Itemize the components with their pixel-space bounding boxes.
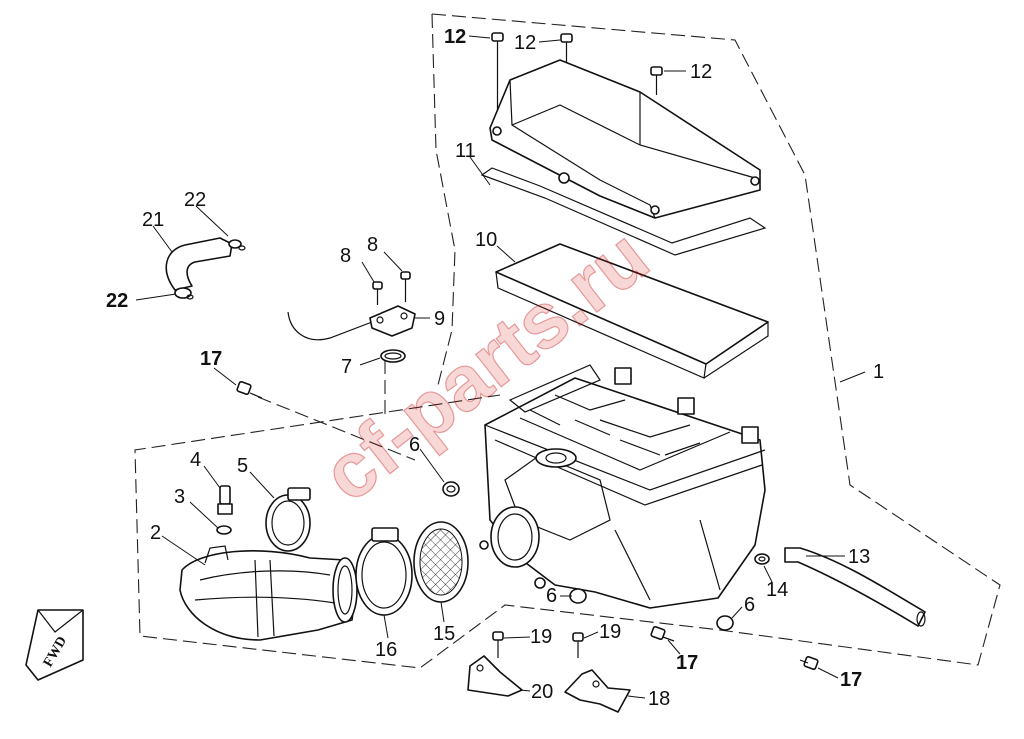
callout-17: 17 — [840, 669, 862, 691]
callout-22: 22 — [106, 290, 128, 312]
callout-20: 20 — [531, 681, 553, 703]
bolt-19-b — [572, 632, 584, 658]
valve-4 — [217, 485, 233, 515]
grommet-6-b — [569, 588, 587, 604]
callout-9: 9 — [434, 308, 445, 330]
clamp-22-b — [174, 287, 194, 300]
callout-7: 7 — [341, 356, 352, 378]
callout-22: 22 — [184, 189, 206, 211]
screw-8-a — [372, 281, 383, 305]
callout-18: 18 — [648, 688, 670, 710]
hose-clamp-16 — [355, 527, 413, 616]
callout-19: 19 — [599, 621, 621, 643]
callout-5: 5 — [237, 455, 248, 477]
callout-14: 14 — [766, 579, 788, 601]
callout-6: 6 — [409, 434, 420, 456]
grommet-6-c — [716, 615, 734, 631]
leader-lines — [135, 35, 866, 699]
callout-15: 15 — [433, 623, 455, 645]
callout-17: 17 — [676, 652, 698, 674]
callout-12: 12 — [444, 26, 466, 48]
callout-10: 10 — [475, 229, 497, 251]
cover-gasket — [480, 167, 767, 256]
filter-element — [495, 243, 769, 379]
bolt-17-a — [236, 381, 263, 399]
callout-8: 8 — [367, 234, 378, 256]
callout-16: 16 — [375, 639, 397, 661]
clamp-14 — [754, 553, 770, 565]
bolt-12-c — [650, 66, 663, 95]
breather-hose-21 — [165, 237, 233, 291]
drain-hose-13 — [784, 547, 926, 627]
callout-8: 8 — [340, 245, 351, 267]
screen-15 — [413, 521, 469, 603]
callout-21: 21 — [142, 209, 164, 231]
assembly-outline — [134, 13, 1001, 669]
intake-duct-2 — [179, 545, 358, 641]
bolt-19-a — [492, 631, 504, 658]
callout-12: 12 — [690, 61, 712, 83]
callout-4: 4 — [190, 449, 201, 471]
o-ring-7 — [380, 349, 406, 363]
callout-12: 12 — [514, 32, 536, 54]
air-box-body — [479, 364, 766, 609]
callout-1: 1 — [873, 361, 884, 383]
callout-11: 11 — [455, 140, 476, 162]
washer-3 — [216, 525, 232, 535]
grommet-6-a — [442, 481, 460, 497]
hose-clamp-5 — [265, 487, 311, 552]
bolt-17-c — [799, 656, 819, 670]
callout-labels: 12 12 12 11 10 1 8 8 9 7 17 22 21 22 4 3… — [106, 26, 884, 710]
callout-3: 3 — [174, 486, 185, 508]
callout-6: 6 — [546, 585, 557, 607]
clamp-22-a — [228, 239, 246, 251]
fwd-arrow-icon: FWD — [25, 609, 84, 681]
bracket-18 — [564, 669, 631, 713]
callout-13: 13 — [848, 546, 870, 568]
callout-19: 19 — [530, 626, 552, 648]
sensor-9 — [287, 305, 416, 341]
bracket-20 — [467, 655, 523, 697]
air-box-cover — [489, 59, 761, 219]
callout-2: 2 — [150, 522, 161, 544]
callout-17: 17 — [200, 348, 222, 370]
screw-8-b — [400, 271, 411, 302]
bolt-17-b — [650, 626, 675, 642]
callout-6: 6 — [744, 594, 755, 616]
